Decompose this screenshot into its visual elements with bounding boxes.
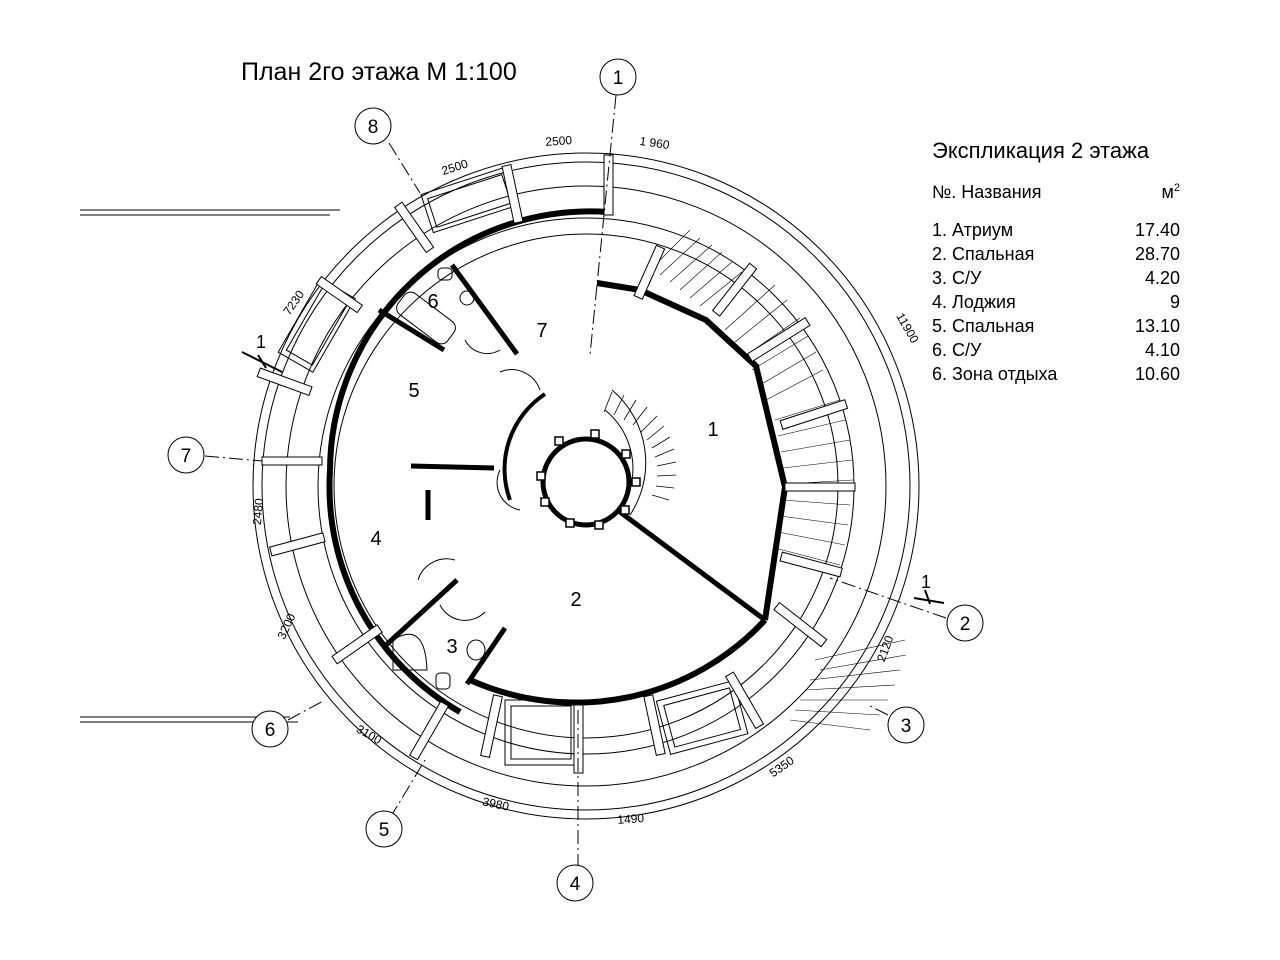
axis-marker-5 — [365, 810, 403, 848]
axis-label-2: 2 — [960, 614, 971, 635]
outer-wall-face — [333, 233, 839, 739]
room-label-2: 2 — [570, 589, 581, 611]
dim-3980: 3980 — [481, 794, 510, 813]
schedule-row-area: 13.10 — [1134, 316, 1180, 336]
dim-5350: 5350 — [767, 753, 797, 780]
section-label-left: 1 — [256, 332, 266, 352]
room-label-4: 4 — [370, 528, 381, 550]
schedule-row-area: 4.20 — [1144, 268, 1180, 288]
dim-2120: 2120 — [874, 633, 896, 663]
axis-marker-3 — [887, 706, 925, 744]
door-swings — [417, 339, 541, 621]
schedule-row-name: 3. С/У — [932, 268, 982, 288]
balcony-hatching — [649, 229, 907, 731]
terrace-lines — [80, 209, 340, 723]
axis-lines — [204, 94, 947, 868]
axis-marker-6 — [251, 710, 289, 748]
schedule-row-area: 17.40 — [1134, 220, 1180, 240]
section-label-right: 1 — [921, 572, 931, 592]
dim-7230: 7230 — [280, 287, 307, 317]
axis-label-6: 6 — [265, 720, 276, 741]
area-unit: м — [1161, 182, 1174, 202]
schedule-row-name: 5. Спальная — [932, 316, 1035, 336]
schedule-col-area: м2 — [1162, 182, 1181, 203]
dim-3100: 3100 — [354, 722, 384, 748]
axis-label-1: 1 — [613, 68, 624, 89]
axis-label-4: 4 — [570, 874, 581, 895]
dim-2500-b: 2500 — [545, 133, 573, 149]
dim-1960: 1 960 — [639, 134, 671, 152]
schedule-row: 4. Лоджия 9 — [932, 292, 1182, 316]
outer-dimension-ring — [252, 152, 920, 820]
partition-walls — [377, 263, 767, 686]
schedule-row: 5. Спальная 13.10 — [932, 316, 1182, 340]
axis-label-3: 3 — [901, 716, 912, 737]
balcony-ring-outer — [285, 185, 887, 787]
schedule-row: 6. Зона отдыха 10.60 — [932, 364, 1182, 388]
room-label-5: 5 — [408, 380, 419, 402]
schedule-row-name: 2. Спальная — [932, 244, 1035, 264]
schedule-row-area: 10.60 — [1134, 364, 1180, 384]
schedule-row: 6. С/У 4.10 — [932, 340, 1182, 364]
section-marks — [241, 351, 945, 605]
dim-3200: 3200 — [274, 611, 298, 641]
schedule-row: 3. С/У 4.20 — [932, 268, 1182, 292]
room-label-6: 6 — [427, 291, 438, 313]
axis-marker-8 — [354, 107, 392, 145]
axis-marker-1 — [599, 58, 637, 96]
dim-2480: 2480 — [250, 497, 266, 525]
room-schedule: Экспликация 2 этажа №. Названия м2 1. Ат… — [932, 138, 1182, 388]
schedule-header: №. Названия м2 — [932, 182, 1182, 206]
axis-marker-7 — [167, 436, 205, 474]
mullions — [256, 154, 856, 774]
schedule-col-name: №. Названия — [932, 182, 1042, 202]
dim-1490: 1490 — [617, 811, 645, 827]
schedule-title: Экспликация 2 этажа — [932, 138, 1150, 163]
axis-label-8: 8 — [368, 117, 379, 138]
drawing-title: План 2го этажа М 1:100 — [241, 58, 517, 86]
dim-11900: 11900 — [893, 310, 922, 345]
schedule-row-name: 4. Лоджия — [932, 292, 1016, 312]
axis-marker-4 — [556, 864, 594, 902]
schedule-row-area: 9 — [1169, 292, 1180, 312]
fixtures — [392, 267, 486, 690]
room-label-7: 7 — [536, 320, 547, 342]
room-label-1: 1 — [707, 419, 718, 441]
outer-wall — [326, 208, 789, 715]
area-unit-exponent: 2 — [1173, 182, 1180, 194]
schedule-rows: 1. Атриум 17.40 2. Спальная 28.70 3. С/У 4.… — [932, 220, 1182, 388]
outer-dimension-ring-2 — [261, 161, 911, 811]
axis-label-5: 5 — [379, 820, 390, 841]
schedule-row-name: 1. Атриум — [932, 220, 1014, 240]
schedule-row-area: 28.70 — [1134, 244, 1180, 264]
schedule-row: 1. Атриум 17.40 — [932, 220, 1182, 244]
stair-core — [502, 389, 677, 530]
dim-2500-a: 2500 — [440, 156, 470, 178]
windows — [277, 166, 749, 766]
room-label-3: 3 — [446, 636, 457, 658]
axis-label-7: 7 — [181, 446, 192, 467]
schedule-row: 2. Спальная 28.70 — [932, 244, 1182, 268]
schedule-row-name: 6. Зона отдыха — [932, 364, 1058, 384]
axis-marker-2 — [946, 604, 984, 642]
schedule-row-name: 6. С/У — [932, 340, 982, 360]
schedule-row-area: 4.10 — [1144, 340, 1180, 360]
